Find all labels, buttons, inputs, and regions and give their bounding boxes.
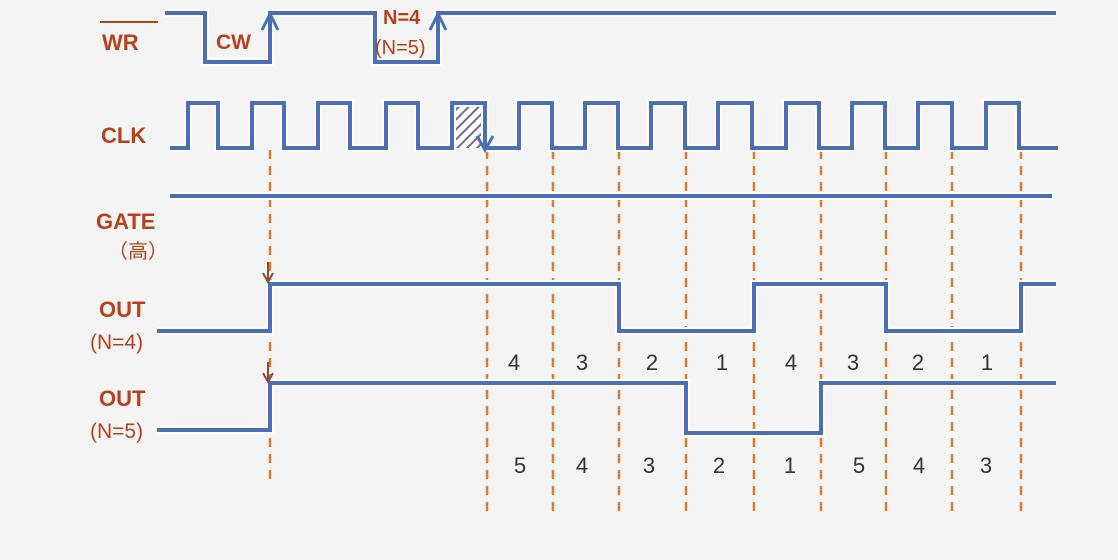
clk-waveform-line (170, 101, 1058, 150)
count-n5-6: 5 (853, 453, 865, 478)
gate-sublabel: （高） (108, 240, 168, 263)
arrow-down-icon (262, 362, 274, 385)
n4-annotation: N=4 (383, 7, 421, 29)
out-n5-label: OUT (99, 386, 146, 411)
out-n4-waveform (157, 280, 1056, 335)
count-n4-5: 4 (785, 350, 797, 375)
arrow-down-icon (262, 262, 274, 285)
count-n5-2: 4 (576, 453, 588, 478)
count-n4-7: 2 (912, 350, 924, 375)
out-n5-waveform (157, 379, 1056, 437)
count-n4-4: 1 (716, 350, 728, 375)
count-n5-5: 1 (784, 453, 796, 478)
count-n4-8: 1 (981, 350, 993, 375)
wr-waveform-line (165, 11, 1056, 64)
gate-label: GATE (96, 209, 155, 234)
up-arrow-icon (260, 10, 280, 62)
out-n5-waveform-line (157, 381, 1056, 435)
count-n4-2: 3 (576, 350, 588, 375)
count-n5-3: 3 (643, 453, 655, 478)
wr-rising-arrows (260, 10, 448, 62)
signal-labels: WR CLK GATE （高） OUT (N=4) OUT (N=5) (90, 21, 168, 443)
count-n4-1: 4 (508, 350, 520, 375)
cw-annotation: CW (216, 31, 251, 54)
down-arrow-icon (475, 104, 495, 154)
counts-n4: 4 3 2 1 4 3 2 1 (508, 350, 993, 375)
out-n5-sublabel: (N=5) (90, 420, 143, 443)
out-n4-sublabel: (N=4) (90, 331, 143, 354)
count-n5-1: 5 (514, 453, 526, 478)
count-n4-6: 3 (847, 350, 859, 375)
out-n4-waveform-line (157, 282, 1056, 333)
up-arrow-icon (428, 10, 448, 62)
clk-label: CLK (101, 123, 146, 148)
counts-n5: 5 4 3 2 1 5 4 3 (514, 453, 992, 478)
wr-waveform (165, 9, 1056, 66)
count-n5-8: 3 (980, 453, 992, 478)
n5-annotation: (N=5) (375, 37, 426, 59)
count-n5-7: 4 (913, 453, 925, 478)
wr-label: WR (102, 30, 139, 55)
count-n4-3: 2 (646, 350, 658, 375)
count-n5-4: 2 (713, 453, 725, 478)
clk-waveform (170, 99, 1058, 152)
out-n4-label: OUT (99, 297, 146, 322)
